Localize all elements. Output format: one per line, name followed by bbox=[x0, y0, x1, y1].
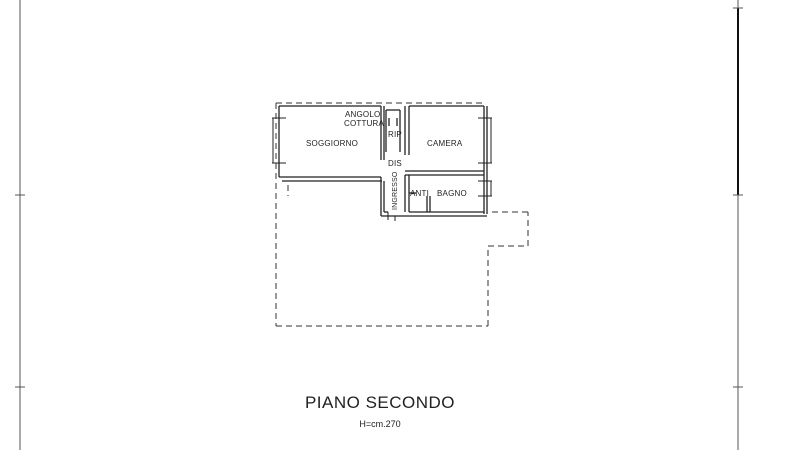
room-label-rip: RIP bbox=[388, 130, 402, 139]
room-label-camera: CAMERA bbox=[427, 139, 463, 148]
plan-height-note: H=cm.270 bbox=[359, 419, 401, 429]
room-label-angolo: ANGOLO bbox=[345, 110, 381, 119]
room-label-bagno: BAGNO bbox=[437, 189, 467, 198]
sheet-tick-marks bbox=[15, 7, 743, 388]
room-label-anti: ANTI bbox=[410, 189, 430, 198]
unit-walls bbox=[278, 105, 488, 217]
unit-boundary-dashed bbox=[275, 102, 529, 327]
room-label-dis: DIS bbox=[388, 159, 402, 168]
room-label-ingresso: INGRESSO bbox=[392, 171, 399, 210]
plan-title: PIANO SECONDO bbox=[304, 393, 456, 412]
window-marks bbox=[272, 117, 492, 221]
room-label-soggiorno: SOGGIORNO bbox=[306, 139, 359, 148]
room-label-cottura: COTTURA bbox=[344, 119, 385, 128]
